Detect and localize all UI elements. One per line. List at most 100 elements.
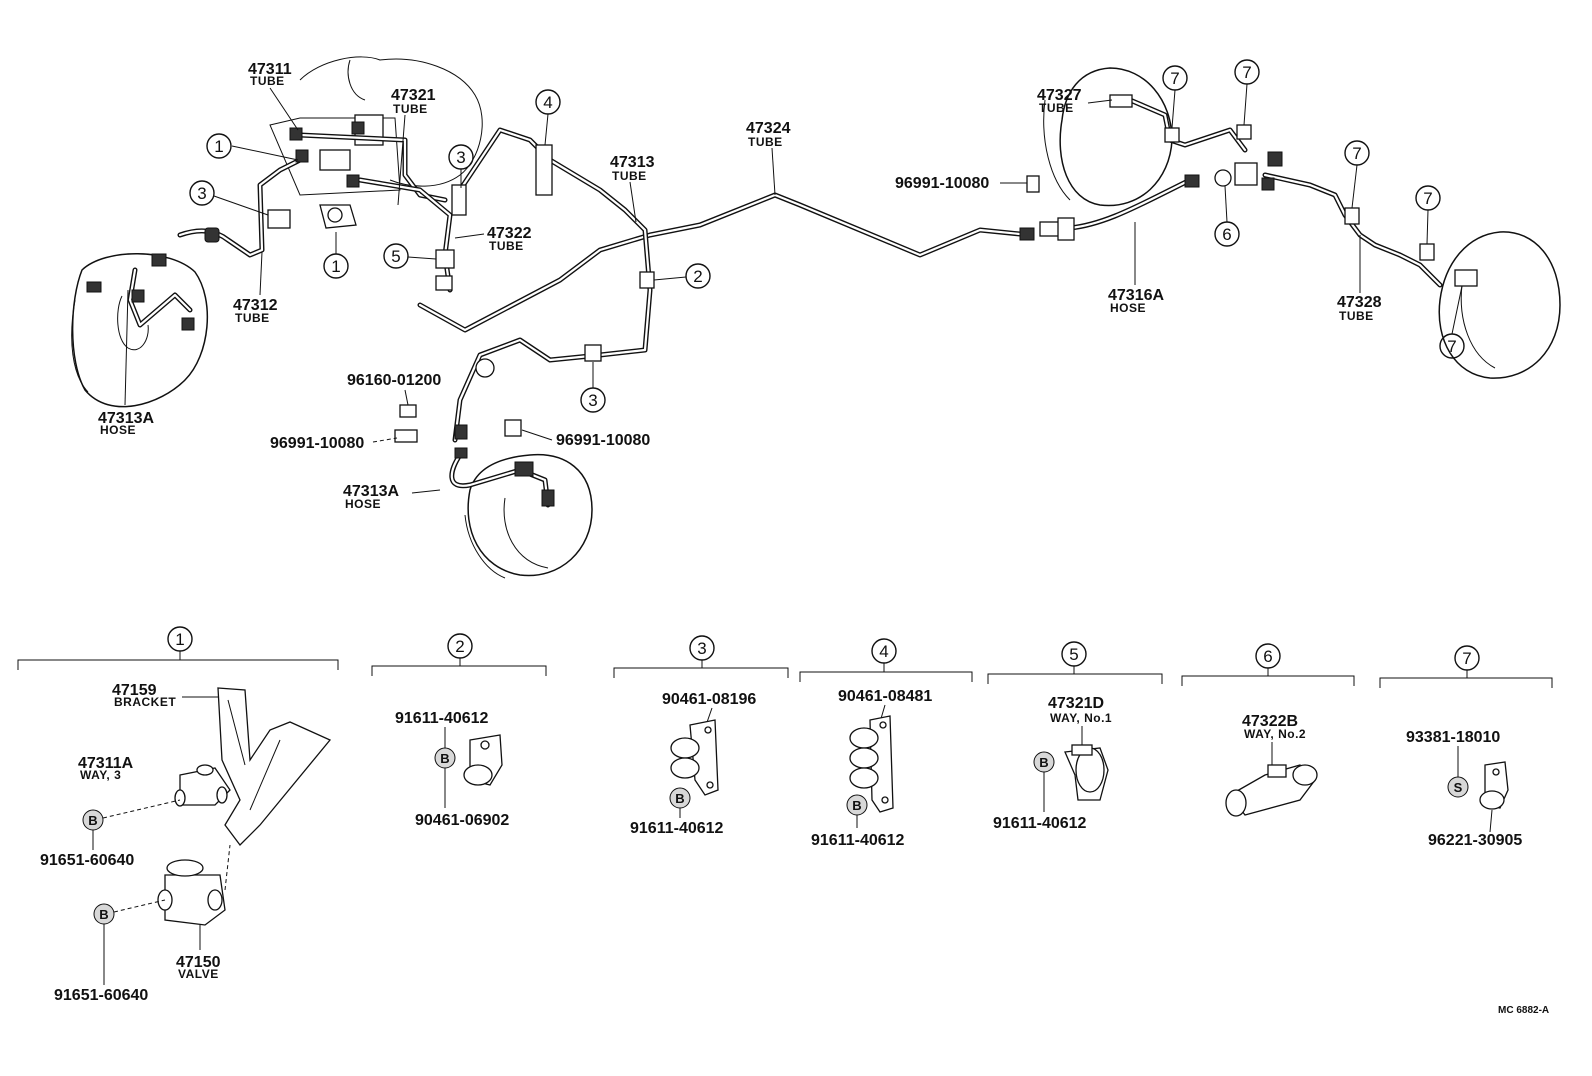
detail-group-3: 3 90461-08196 B 91611-40612 xyxy=(613,635,789,837)
svg-text:7: 7 xyxy=(1447,337,1456,356)
svg-text:TUBE: TUBE xyxy=(489,239,524,253)
svg-text:91651-60640: 91651-60640 xyxy=(40,852,134,869)
svg-text:6: 6 xyxy=(1263,647,1272,666)
svg-text:47321D: 47321D xyxy=(1048,695,1104,712)
svg-text:7: 7 xyxy=(1170,69,1179,88)
svg-text:2: 2 xyxy=(455,637,464,656)
svg-text:S: S xyxy=(1454,780,1463,795)
svg-text:5: 5 xyxy=(391,247,400,266)
svg-text:96991-10080: 96991-10080 xyxy=(895,175,989,192)
detail-group-2: 2 91611-40612 B 90461-06902 xyxy=(371,633,547,829)
triple-clamp-90461-08481 xyxy=(849,715,894,813)
svg-text:47327: 47327 xyxy=(1037,87,1082,104)
three-way-47311A xyxy=(174,764,231,807)
svg-text:B: B xyxy=(675,791,684,806)
label-96991-10080-top: 96991-10080 xyxy=(895,175,1027,192)
svg-text:91611-40612: 91611-40612 xyxy=(993,815,1087,832)
svg-text:TUBE: TUBE xyxy=(1339,309,1374,323)
label-47324-tube: 47324 TUBE xyxy=(746,120,791,196)
svg-text:WAY, No.2: WAY, No.2 xyxy=(1244,727,1306,741)
bolt-tag-b: B xyxy=(434,747,456,808)
svg-text:1: 1 xyxy=(331,257,340,276)
svg-text:3: 3 xyxy=(456,148,465,167)
svg-text:91651-60640: 91651-60640 xyxy=(54,987,148,1004)
svg-text:WAY, No.1: WAY, No.1 xyxy=(1050,711,1112,725)
brake-lines xyxy=(177,97,1443,443)
label-47327-tube: 47327 TUBE xyxy=(1037,87,1113,115)
two-way-47322B xyxy=(1225,764,1318,817)
callout-7-a: 7 xyxy=(1162,65,1188,129)
valve-47150 xyxy=(157,844,231,926)
svg-text:96160-01200: 96160-01200 xyxy=(347,372,441,389)
svg-text:47313: 47313 xyxy=(610,154,655,171)
svg-text:WAY, 3: WAY, 3 xyxy=(80,768,121,782)
svg-text:47311A: 47311A xyxy=(78,755,134,772)
detail-group-5: 5 47321D WAY, No.1 B 91611-40612 xyxy=(987,641,1163,832)
svg-text:3: 3 xyxy=(697,639,706,658)
bolt-tag-b: B xyxy=(669,787,691,818)
svg-text:3: 3 xyxy=(197,184,206,203)
callout-7-d: 7 xyxy=(1415,185,1441,245)
svg-text:2: 2 xyxy=(693,267,702,286)
svg-text:4: 4 xyxy=(879,642,888,661)
rear-right-brake-drum xyxy=(1438,231,1561,379)
callout-4: 4 xyxy=(535,89,561,146)
svg-text:4: 4 xyxy=(543,93,552,112)
svg-text:1: 1 xyxy=(214,137,223,156)
svg-text:47321: 47321 xyxy=(391,87,436,104)
svg-text:TUBE: TUBE xyxy=(612,169,647,183)
bolt-tag-b: B xyxy=(1033,751,1055,812)
svg-text:3: 3 xyxy=(588,391,597,410)
svg-text:47322B: 47322B xyxy=(1242,713,1298,730)
svg-text:HOSE: HOSE xyxy=(100,423,136,437)
svg-text:1: 1 xyxy=(175,630,184,649)
svg-text:BRACKET: BRACKET xyxy=(114,695,176,709)
svg-text:47311: 47311 xyxy=(248,61,292,78)
one-way-47321D xyxy=(1064,744,1109,801)
svg-text:7: 7 xyxy=(1423,189,1432,208)
svg-text:7: 7 xyxy=(1352,144,1361,163)
svg-text:47313A: 47313A xyxy=(98,410,154,427)
label-47313A-hose-left: 47313A HOSE xyxy=(98,289,154,437)
svg-text:B: B xyxy=(440,751,449,766)
fittings xyxy=(86,94,1478,507)
svg-text:91611-40612: 91611-40612 xyxy=(395,710,489,727)
label-47322-tube: 47322 TUBE xyxy=(454,225,532,253)
callout-3-left: 3 xyxy=(189,180,269,216)
svg-text:90461-06902: 90461-06902 xyxy=(415,812,509,829)
screw-tag-s: S xyxy=(1447,776,1469,798)
double-clamp-90461-08196 xyxy=(670,719,719,796)
drawing-code: MC 6882-A xyxy=(1498,1005,1549,1016)
svg-text:HOSE: HOSE xyxy=(345,497,381,511)
svg-text:B: B xyxy=(1039,755,1048,770)
svg-text:47316A: 47316A xyxy=(1108,287,1164,304)
clamp-90461-06902 xyxy=(463,734,503,786)
detail-group-6: 6 47322B WAY, No.2 xyxy=(1181,643,1355,817)
bolt-tag-b-2: B xyxy=(93,899,166,985)
svg-text:47159: 47159 xyxy=(112,682,157,699)
label-47328-tube: 47328 TUBE xyxy=(1337,235,1382,323)
detail-group-1: 1 47159 BRACKET 47311A WAY, 3 B 91651-60… xyxy=(17,626,339,1004)
svg-text:HOSE: HOSE xyxy=(1110,301,1146,315)
svg-text:47322: 47322 xyxy=(487,225,532,242)
callout-1-upper: 1 xyxy=(206,133,299,161)
svg-text:47312: 47312 xyxy=(233,297,278,314)
svg-text:TUBE: TUBE xyxy=(250,74,285,88)
svg-text:96221-30905: 96221-30905 xyxy=(1428,832,1522,849)
front-right-brake-drum xyxy=(464,453,593,579)
svg-text:90461-08481: 90461-08481 xyxy=(838,688,932,705)
svg-text:91611-40612: 91611-40612 xyxy=(811,832,905,849)
svg-text:47313A: 47313A xyxy=(343,483,399,500)
rear-left-brake-drum xyxy=(1043,67,1173,207)
callout-3-middle: 3 xyxy=(448,144,474,188)
callout-7-b: 7 xyxy=(1234,59,1260,126)
svg-text:B: B xyxy=(88,813,97,828)
callout-5: 5 xyxy=(383,243,437,269)
master-cylinder xyxy=(269,56,483,196)
label-47311-tube: 47311 TUBE xyxy=(248,61,299,131)
detail-group-7: 7 93381-18010 S 96221-30905 xyxy=(1379,645,1553,849)
svg-text:VALVE: VALVE xyxy=(178,967,219,981)
callout-7-e: 7 xyxy=(1439,285,1465,359)
svg-text:93381-18010: 93381-18010 xyxy=(1406,729,1500,746)
